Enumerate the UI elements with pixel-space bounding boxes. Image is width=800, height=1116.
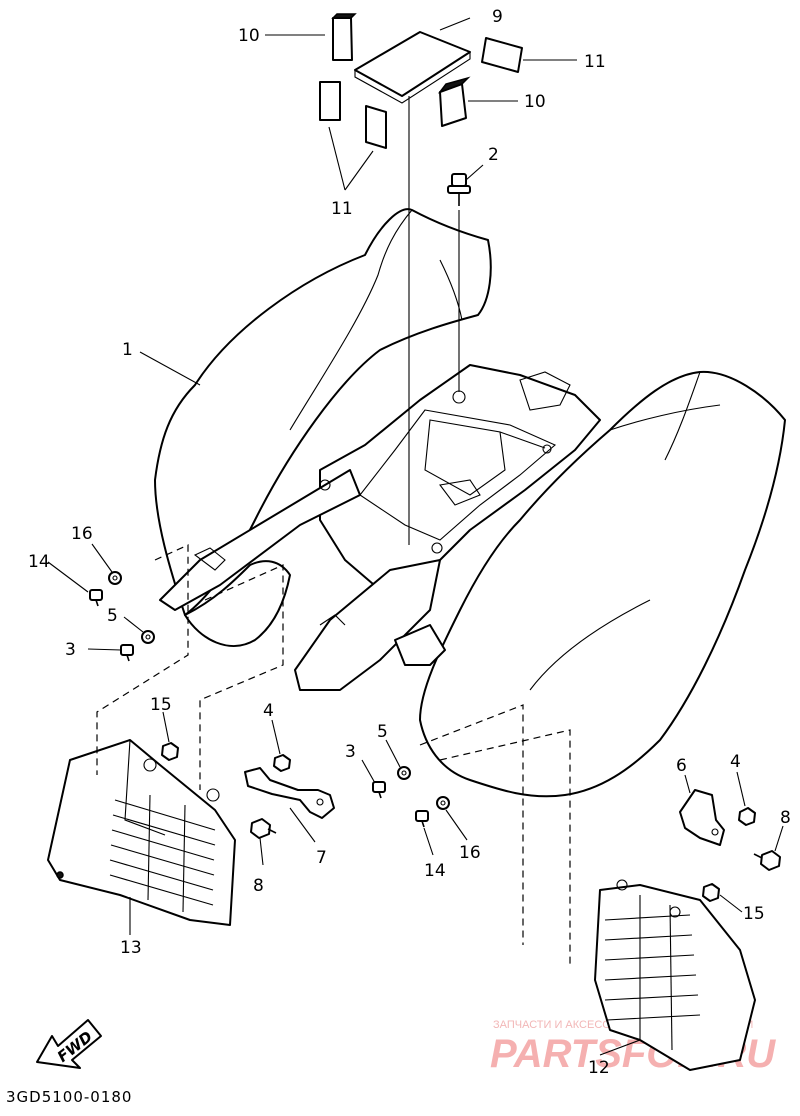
callout-leaders [47,17,784,1056]
callout-11-right: 11 [584,52,606,72]
washer-part-16-right [436,796,450,810]
washer-part-16-left [108,571,122,585]
callout-4-left: 4 [263,701,274,721]
callout-13: 13 [120,938,142,958]
stay-part-7 [244,767,335,843]
callout-10-top: 10 [238,26,260,46]
callout-11-bottom: 11 [331,199,353,219]
callout-3-left: 3 [65,640,76,660]
mud-guard-13-slots [109,794,216,913]
nut-part-15-left [161,742,179,761]
bolt-part-3-right [372,781,386,799]
drawing-code: 3GD5100-0180 [6,1088,132,1106]
callout-15-left: 15 [150,695,172,715]
nut-part-4-left [273,754,291,772]
bolt-part-14-left [89,589,103,607]
mud-guard-part-12 [594,879,756,1071]
rear-fender-part-1 [154,208,786,798]
hardware [89,571,781,902]
callout-5-right: 5 [377,722,388,742]
pad-part-11-right [481,37,523,73]
callout-3-right: 3 [345,742,356,762]
bolt-part-14-right [415,810,429,828]
callout-16-left: 16 [71,524,93,544]
bolt-part-3-left [120,644,134,662]
pad-part-11-left-a [319,81,341,121]
callout-5-left: 5 [107,606,118,626]
bolt-part-8-right [753,850,781,871]
callout-16-right: 16 [459,843,481,863]
pad-part-10-top [331,13,357,61]
mounting-dashed-lines [96,544,571,968]
callout-10-right: 10 [524,92,546,112]
pad-part-11-left-b [365,105,387,149]
fwd-arrow: FWD [36,1019,102,1069]
nut-part-15-right [702,883,720,902]
callout-7: 7 [316,848,327,868]
mud-guard-12-slots [604,895,701,1051]
pad-part-10-right [437,76,471,127]
mud-guard-part-13 [47,739,236,926]
bolt-part-8-left [250,818,277,839]
callout-15-right: 15 [743,904,765,924]
washer-part-5-right [397,766,411,780]
callout-4-right: 4 [730,752,741,772]
bolt-part-2 [447,173,471,206]
callout-8-left: 8 [253,876,264,896]
callout-9: 9 [492,7,503,27]
callout-1: 1 [122,340,133,360]
nut-part-4-right [738,807,756,826]
bracket-part-6 [679,789,725,846]
callout-2: 2 [488,145,499,165]
pad-part-9 [354,31,471,104]
callout-14-left: 14 [28,552,50,572]
callout-6: 6 [676,756,687,776]
callout-labels: 1 2 3 3 4 4 5 5 6 7 8 8 9 10 10 11 11 12… [28,7,791,1078]
callout-14-right: 14 [424,861,446,881]
callout-8-right: 8 [780,808,791,828]
washer-part-5-left [141,630,155,644]
callout-12: 12 [588,1058,610,1078]
